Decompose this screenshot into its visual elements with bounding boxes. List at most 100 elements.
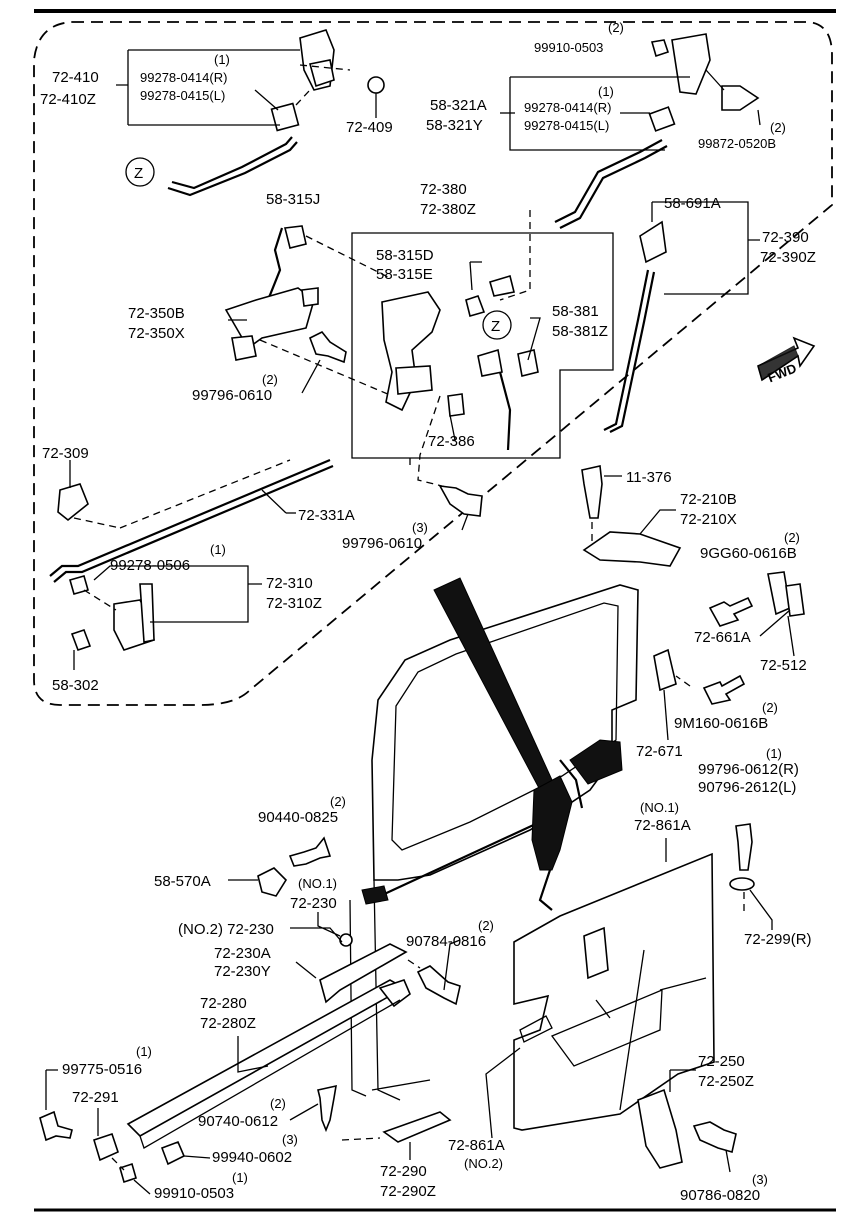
label-99775-0516: 99775-0516	[62, 1061, 142, 1078]
label-99872-0520b: 99872-0520B	[698, 136, 776, 151]
label-qty-1-c: (1)	[210, 542, 226, 557]
fwd-arrow-icon	[757, 336, 816, 382]
label-72-350b: 72-350B	[128, 305, 185, 322]
label-72-390z: 72-390Z	[760, 249, 816, 266]
label-qty-2-f: (2)	[330, 794, 346, 809]
bracket-72-250	[637, 1088, 683, 1169]
label-72-861a-b: 72-861A	[448, 1137, 505, 1154]
label-90440-0825: 90440-0825	[258, 809, 338, 826]
bracket-58-570a	[257, 867, 288, 897]
label-72-230a: 72-230A	[214, 945, 271, 962]
label-90740-0612: 90740-0612	[198, 1113, 278, 1130]
label-72-380z: 72-380Z	[420, 201, 476, 218]
label-58-315j: 58-315J	[266, 191, 320, 208]
lock-assembly-box	[351, 232, 614, 459]
rod-72-410	[167, 29, 351, 197]
label-11-376: 11-376	[626, 469, 672, 486]
label-99796-0610-a: 99796-0610	[192, 387, 272, 404]
label-72-230-no1: 72-230	[290, 895, 337, 912]
label-72-409: 72-409	[346, 119, 393, 136]
lock-72-380	[381, 274, 539, 451]
bracket-72-210b	[582, 531, 682, 567]
washer-72-299	[729, 877, 755, 891]
label-qty-3-c: (3)	[752, 1172, 768, 1187]
bolt-90784-0816	[416, 965, 461, 1006]
latch-72-350b	[224, 225, 319, 361]
bolt-90440-0825	[288, 836, 332, 867]
label-qty-1-a: (1)	[214, 52, 230, 67]
label-9m160-0616b: 9M160-0616B	[674, 715, 768, 732]
label-no1-b: (NO.1)	[298, 876, 337, 891]
label-99910-0503-a: 99910-0503	[534, 40, 603, 55]
label-58-381: 58-381	[552, 303, 599, 320]
label-72-310z: 72-310Z	[266, 595, 322, 612]
label-99278-0414r-b: 99278-0414(R)	[524, 100, 611, 115]
nut-72-230-no1	[339, 933, 353, 947]
bolt-9m160-0616b	[702, 674, 746, 705]
trim-panel-72-861a	[513, 852, 715, 1131]
label-qty-2-h: (2)	[270, 1096, 286, 1111]
hinge-72-310	[69, 575, 155, 652]
label-58-381z: 58-381Z	[552, 323, 608, 340]
label-no1-a: (NO.1)	[640, 800, 679, 815]
label-qty-1-b: (1)	[598, 84, 614, 99]
label-72-210x: 72-210X	[680, 511, 737, 528]
bracket-72-230a	[319, 943, 408, 1004]
label-72-331a: 72-331A	[298, 507, 355, 524]
bracket-72-290	[382, 1111, 452, 1143]
label-58-691a: 58-691A	[664, 195, 721, 212]
z-callout-circle-top	[125, 157, 155, 187]
label-9gg60-0616b: 9GG60-0616B	[700, 545, 797, 562]
bolt-99796-0610-b	[438, 485, 483, 517]
bolt-9gg60-0616b	[708, 596, 754, 627]
label-qty-1-f: (1)	[232, 1170, 248, 1185]
screw-90740-0612	[317, 1084, 337, 1133]
label-99940-0602: 99940-0602	[212, 1149, 292, 1166]
label-58-570a: 58-570A	[154, 873, 211, 890]
label-72-671: 72-671	[636, 743, 683, 760]
label-72-861a-a: 72-861A	[634, 817, 691, 834]
label-72-310: 72-310	[266, 575, 313, 592]
label-qty-3-a: (3)	[412, 520, 428, 535]
label-58-315d: 58-315D	[376, 247, 434, 264]
clip-72-291	[93, 1132, 119, 1162]
label-qty-2-d: (2)	[784, 530, 800, 545]
label-72-250z: 72-250Z	[698, 1073, 754, 1090]
label-72-512: 72-512	[760, 657, 807, 674]
z-callout-circle-mid	[482, 310, 512, 340]
bolt-90786-0820	[692, 1121, 737, 1154]
label-90796-2612l: 90796-2612(L)	[698, 779, 796, 796]
pad-72-512	[785, 583, 805, 617]
upper-assembly-boundary	[33, 21, 833, 706]
label-72-410: 72-410	[52, 69, 99, 86]
label-99796-0610-b: 99796-0610	[342, 535, 422, 552]
label-72-350x: 72-350X	[128, 325, 185, 342]
label-no2-72-230: (NO.2) 72-230	[178, 921, 274, 938]
rod-58-321a	[554, 33, 760, 229]
label-qty-2-g: (2)	[478, 918, 494, 933]
label-72-291: 72-291	[72, 1089, 119, 1106]
label-z-mid: Z	[491, 318, 500, 335]
label-99278-0414r-a: 99278-0414(R)	[140, 70, 227, 85]
label-72-230y: 72-230Y	[214, 963, 271, 980]
label-99278-0415l-a: 99278-0415(L)	[140, 88, 225, 103]
label-72-661a: 72-661A	[694, 629, 751, 646]
label-99796-0612r: 99796-0612(R)	[698, 761, 799, 778]
label-99910-0503-b: 99910-0503	[154, 1185, 234, 1202]
label-qty-1-d: (1)	[766, 746, 782, 761]
bolt-99775-0516	[39, 1110, 73, 1142]
label-72-380: 72-380	[420, 181, 467, 198]
label-72-250: 72-250	[698, 1053, 745, 1070]
wiring-harness	[361, 739, 623, 911]
nut-99910-0503-b	[119, 1162, 137, 1184]
label-99278-0415l-b: 99278-0415(L)	[524, 118, 609, 133]
nut-99940-0602	[160, 1140, 186, 1166]
bolt-99796-0610-a	[308, 330, 347, 364]
label-72-280: 72-280	[200, 995, 247, 1012]
label-qty-3-b: (3)	[282, 1132, 298, 1147]
label-72-280z: 72-280Z	[200, 1015, 256, 1032]
rod-72-331a	[49, 458, 334, 583]
label-qty-1-e: (1)	[136, 1044, 152, 1059]
label-z-top: Z	[134, 165, 143, 182]
